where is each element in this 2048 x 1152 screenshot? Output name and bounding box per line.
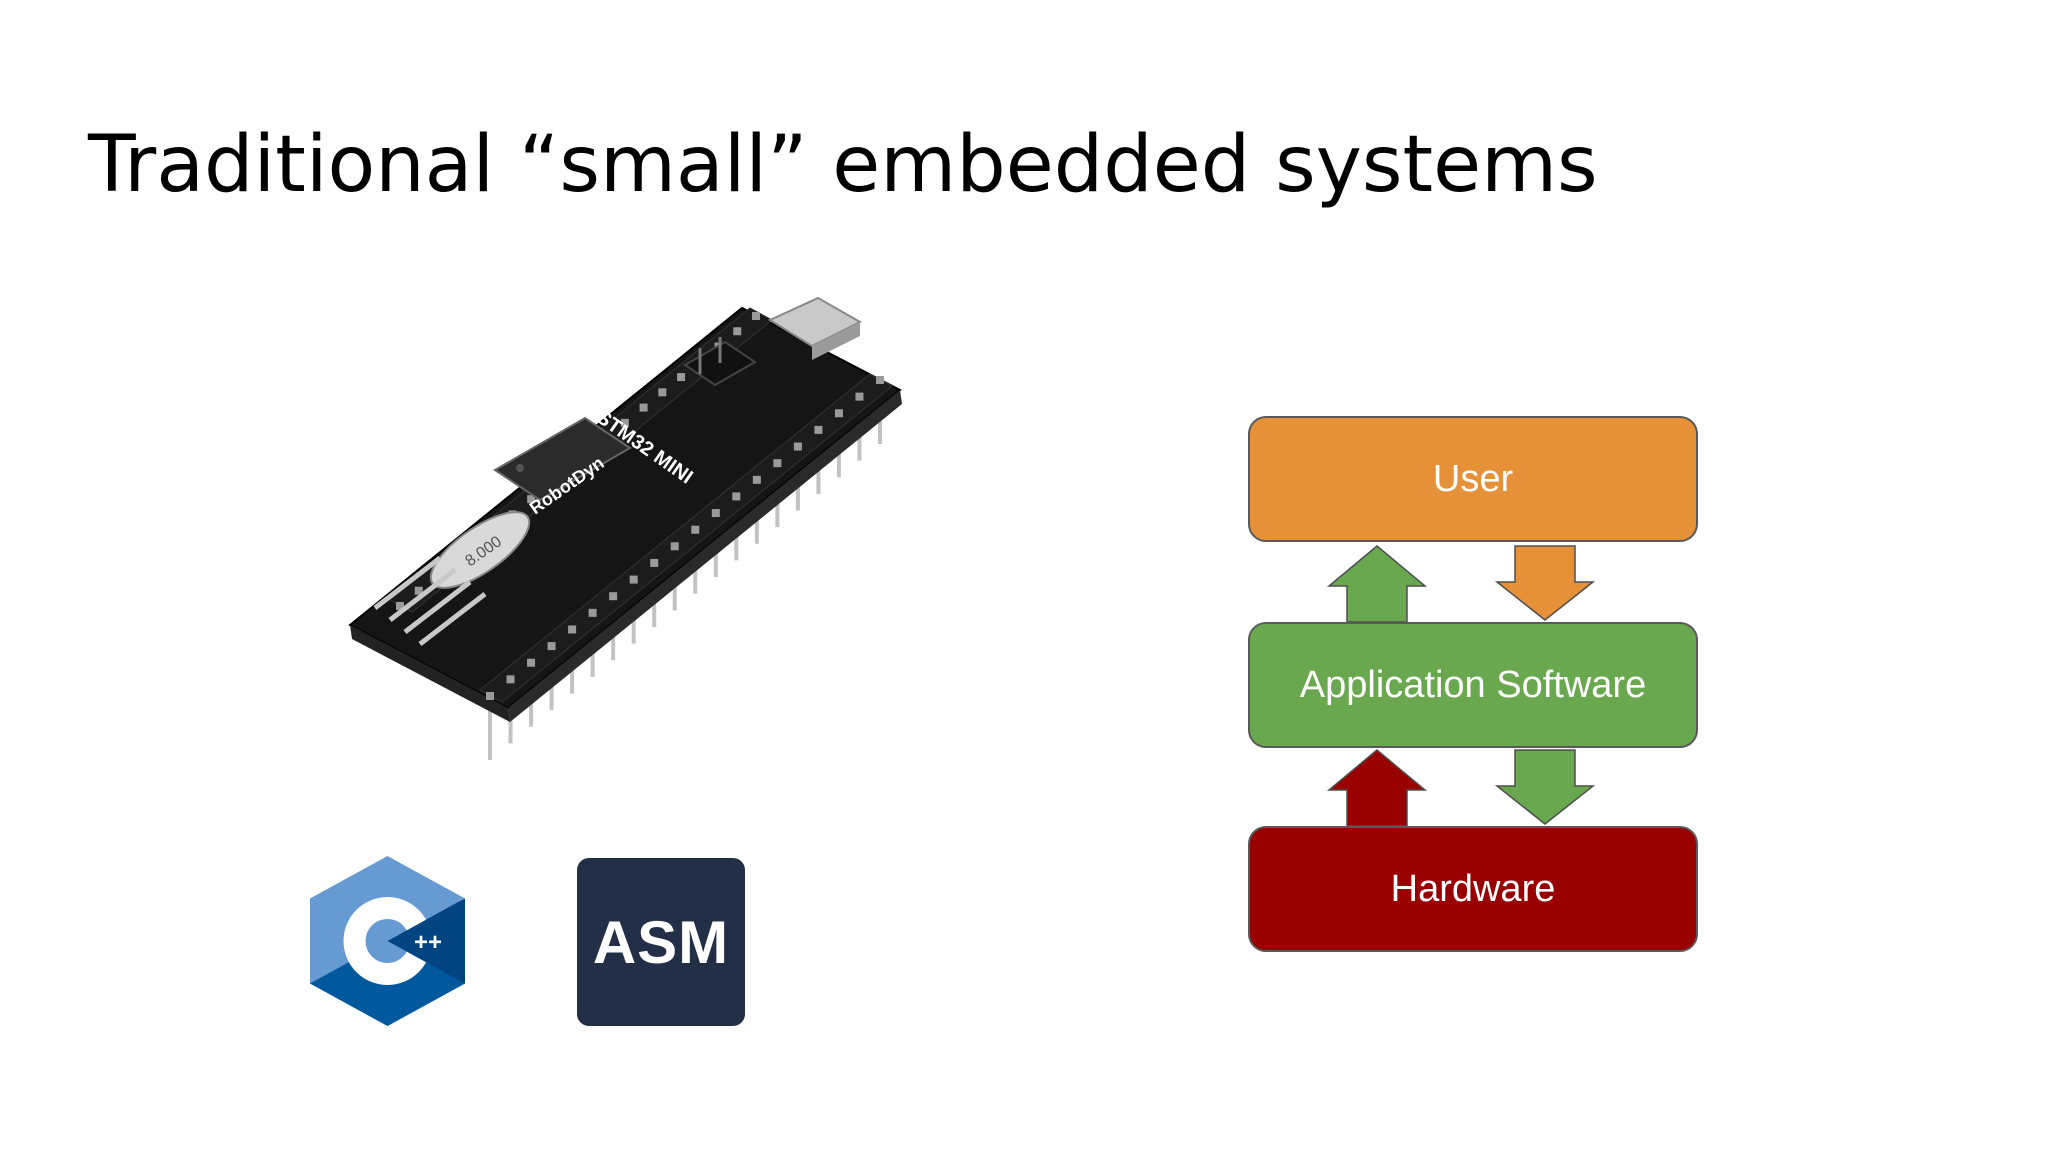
pin-pad — [547, 642, 556, 651]
pin-pad — [609, 592, 618, 601]
pin-pad — [711, 509, 720, 518]
asm-logo-label: ASM — [592, 908, 730, 976]
pin-pad — [658, 388, 667, 397]
usb-connector — [767, 296, 863, 360]
pin-pad — [629, 575, 638, 584]
layer-user-label: User — [1432, 457, 1514, 500]
layer-application-software: Application Software — [1248, 622, 1698, 748]
c-plus-plus-icon: ++ — [310, 856, 465, 1026]
angled-header-pins — [373, 556, 487, 646]
pin-pad — [527, 495, 536, 504]
layer-application-software-label: Application Software — [1299, 663, 1647, 706]
board-pcb — [348, 306, 902, 710]
layer-hardware-label: Hardware — [1390, 867, 1556, 910]
pin-pad — [814, 425, 823, 434]
mcu-chip — [493, 416, 632, 502]
microcontroller-board-image: 8.000 STM32 MINI RobotDyn — [348, 296, 902, 760]
pin-pad — [650, 558, 659, 567]
crystal-oscillator: 8.000 — [429, 511, 531, 589]
layer-hardware: Hardware — [1248, 826, 1698, 952]
pin-pad — [414, 586, 423, 595]
arrow-app-to-hardware — [1494, 749, 1596, 825]
asm-logo: ASM — [577, 858, 745, 1026]
pin-pad — [568, 625, 577, 634]
pin-pad — [732, 492, 741, 501]
svg-text:++: ++ — [414, 929, 442, 956]
pin-pad — [588, 608, 597, 617]
pin-pad — [396, 602, 404, 610]
pin-pad — [620, 418, 629, 427]
arrow-app-to-user — [1326, 545, 1428, 623]
pin-pad — [752, 312, 760, 320]
pin-pad — [752, 475, 761, 484]
layer-user: User — [1248, 416, 1698, 542]
software-stack-diagram: User Application Software Hardware — [1240, 410, 1710, 960]
pin-pad — [486, 692, 494, 700]
pin-pad — [506, 675, 515, 684]
pin-pad — [773, 459, 782, 468]
arrow-user-to-app — [1494, 545, 1596, 621]
pin-pad — [639, 403, 648, 412]
pin-pad — [834, 409, 843, 418]
pin-pad — [670, 542, 679, 551]
jumper-block — [683, 337, 757, 387]
pin-pad — [733, 327, 742, 336]
arrow-hardware-to-app — [1326, 749, 1428, 827]
pin-pad — [793, 442, 802, 451]
pin-pad — [677, 373, 686, 382]
pin-pad — [855, 392, 864, 401]
slide-title: Traditional “small” embedded systems — [88, 120, 1598, 210]
stack-arrows — [1326, 545, 1596, 827]
pin-pad — [527, 658, 536, 667]
pin-pad — [691, 525, 700, 534]
pin-pad — [876, 376, 884, 384]
